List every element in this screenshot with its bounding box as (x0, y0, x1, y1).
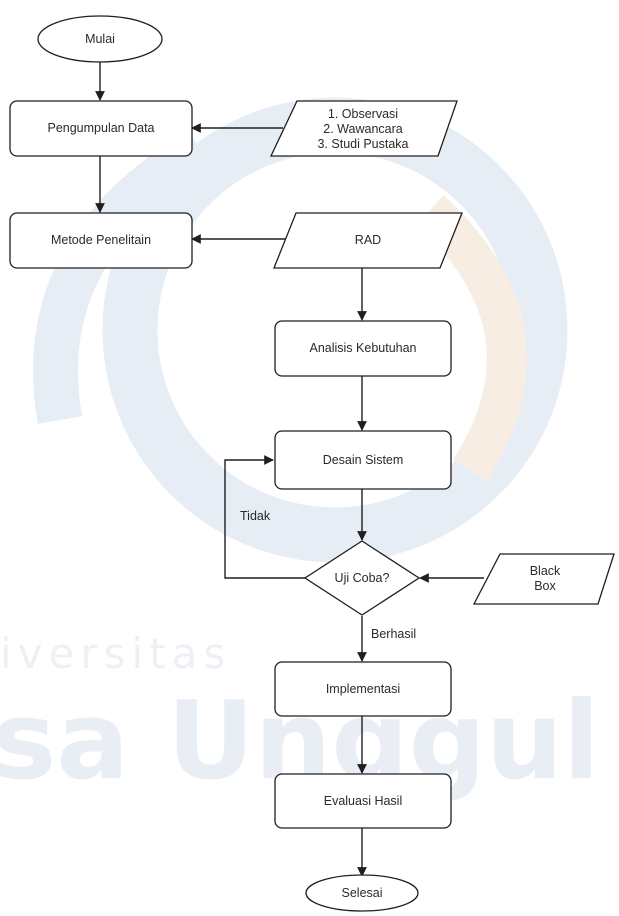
label-desain-sistem: Desain Sistem (323, 453, 404, 467)
label-analisis-kebutuhan: Analisis Kebutuhan (309, 341, 416, 355)
process-evaluasi-hasil (274, 773, 452, 829)
watermark-swirl-orange (416, 195, 527, 481)
label-implementasi: Implementasi (326, 682, 400, 696)
label-uji-coba: Uji Coba? (335, 571, 390, 585)
decision-uji-coba (303, 540, 421, 616)
node-metode-penelitian: Metode Penelitain (9, 212, 193, 269)
node-evaluasi-hasil: Evaluasi Hasil (274, 773, 452, 829)
process-analisis-kebutuhan (274, 320, 452, 377)
node-mulai: Mulai (37, 15, 163, 63)
label-selesai: Selesai (342, 886, 383, 900)
start-terminator (37, 15, 163, 63)
node-pengumpulan-data: Pengumpulan Data (9, 100, 193, 157)
input-black-box-parallelogram (472, 553, 615, 605)
label-observasi-1: 1. Observasi (328, 107, 398, 121)
process-implementasi (274, 661, 452, 717)
node-black-box: Black Box (472, 553, 615, 605)
process-pengumpulan-data (9, 100, 193, 157)
node-rad: RAD (273, 212, 463, 269)
edge-uji-desain-loop (224, 455, 306, 579)
label-observasi-3: 3. Studi Pustaka (317, 137, 408, 151)
node-input-observasi: 1. Observasi 2. Wawancara 3. Studi Pusta… (269, 100, 458, 157)
watermark-text-1: iversitas (0, 629, 231, 678)
edge-label-tidak: Tidak (240, 509, 271, 523)
process-desain-sistem (274, 430, 452, 490)
label-pengumpulan-data: Pengumpulan Data (47, 121, 154, 135)
process-metode-penelitian (9, 212, 193, 269)
label-metode-penelitian: Metode Penelitain (51, 233, 151, 247)
node-implementasi: Implementasi (274, 661, 452, 717)
node-uji-coba: Uji Coba? (303, 540, 421, 616)
input-observasi-parallelogram (269, 100, 458, 157)
edges (95, 62, 484, 877)
edge-label-berhasil: Berhasil (371, 627, 416, 641)
label-observasi-2: 2. Wawancara (323, 122, 402, 136)
label-black-box-2: Box (534, 579, 556, 593)
node-selesai: Selesai (305, 874, 419, 912)
label-black-box-1: Black (530, 564, 561, 578)
end-terminator (305, 874, 419, 912)
label-evaluasi-hasil: Evaluasi Hasil (324, 794, 403, 808)
input-rad-parallelogram (273, 212, 463, 269)
label-rad: RAD (355, 233, 381, 247)
node-analisis-kebutuhan: Analisis Kebutuhan (274, 320, 452, 377)
label-mulai: Mulai (85, 32, 115, 46)
node-desain-sistem: Desain Sistem (274, 430, 452, 490)
